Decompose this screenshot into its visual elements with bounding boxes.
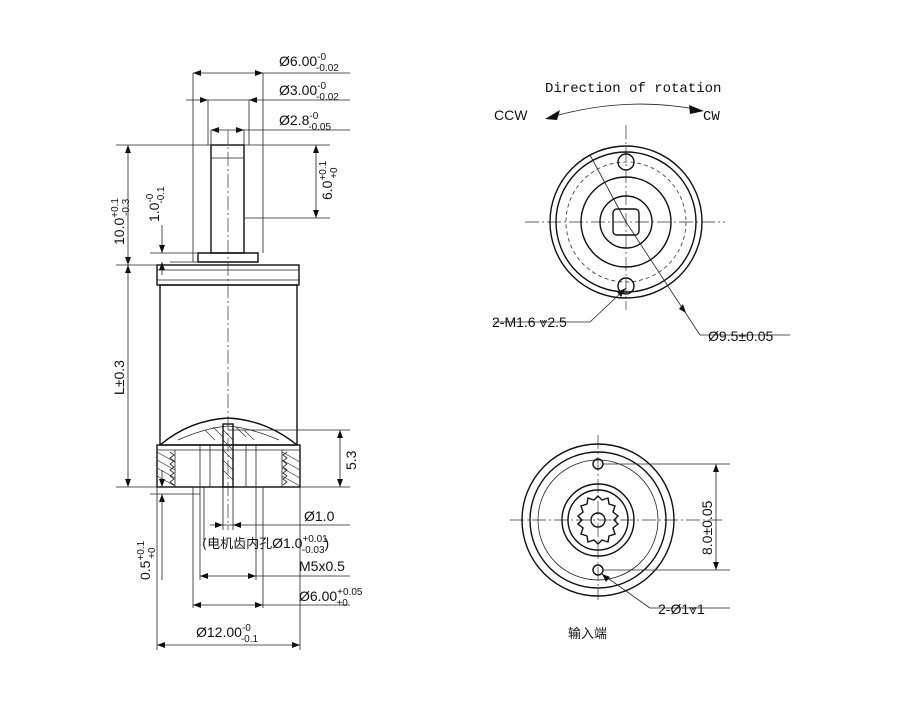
dim-len-1: 1.0-0-0.1: [145, 186, 167, 222]
rear-section: [156, 444, 301, 488]
dim-d28: Ø2.8-0-0.05: [279, 111, 331, 133]
dim-len-53: 5.3: [343, 450, 359, 470]
back-outer-circle: [521, 443, 675, 597]
thread-hatch-left: [156, 450, 176, 487]
side-dimension-labels: Ø6.00-0-0.02 Ø3.00-0-0.02 Ø2.8-0-0.05 6.…: [110, 52, 363, 645]
dim-len-6: 6.0+0.1+0: [318, 160, 340, 200]
pinion-bore: [590, 512, 606, 528]
dim-len-10: 10.0+0.1-0.3: [110, 198, 132, 245]
dim-motor-hole: (电机齿内孔Ø1.0+0.01-0.03): [202, 534, 329, 556]
side-view: [156, 130, 301, 530]
front-holes-label: 2-M1.6 ⩔2.5: [492, 314, 567, 330]
ccw-label: CCW: [494, 107, 528, 123]
side-dimensions: [116, 70, 350, 650]
pcd-circle: [565, 161, 687, 283]
back-spacing-label: 8.0±0.05: [699, 500, 715, 555]
back-thread-boss: [561, 483, 635, 557]
end-cap-dome: [159, 417, 298, 446]
back-view: 8.0±0.05 2-Ø1⩔1 输入端: [510, 435, 730, 642]
ccw-arrow: [545, 110, 560, 120]
gearbox-body: [159, 284, 298, 446]
cw-label: CW: [703, 109, 720, 125]
dim-len-L: L±0.3: [111, 360, 127, 395]
back-holes-label: 2-Ø1⩔1: [658, 601, 705, 617]
output-shaft: [210, 144, 245, 254]
mount-hole-bottom: [617, 277, 635, 295]
dim-d1: Ø1.0: [304, 508, 335, 524]
thread-hatch-right: [281, 450, 301, 487]
dim-d3: Ø3.00-0-0.02: [279, 81, 339, 103]
shaft-collar: [197, 252, 259, 263]
dim-thread: M5x0.5: [299, 558, 345, 574]
front-pcd-label: Ø9.5±0.05: [708, 328, 773, 344]
rotation-arc: [547, 103, 701, 119]
front-view: 2-M1.6 ⩔2.5 Ø9.5±0.05: [492, 125, 790, 344]
dim-d12: Ø12.00-0-0.1: [196, 623, 259, 645]
dim-d6: Ø6.00-0-0.02: [279, 52, 339, 74]
rotation-indicator: Direction of rotation CCW CW: [494, 81, 721, 125]
front-boss: [580, 176, 672, 268]
input-pinion-gear: [576, 495, 620, 545]
back-view-caption: 输入端: [568, 626, 607, 642]
cw-arrow: [689, 105, 704, 114]
rotation-title: Direction of rotation: [545, 81, 721, 97]
front-outer-circle: [549, 145, 703, 299]
dim-len-05: 0.5+0.1+0: [136, 540, 158, 580]
mount-hole-top: [617, 153, 635, 171]
dim-d6b: Ø6.00+0.05+0: [299, 587, 363, 609]
shaft-flat: [612, 208, 640, 236]
